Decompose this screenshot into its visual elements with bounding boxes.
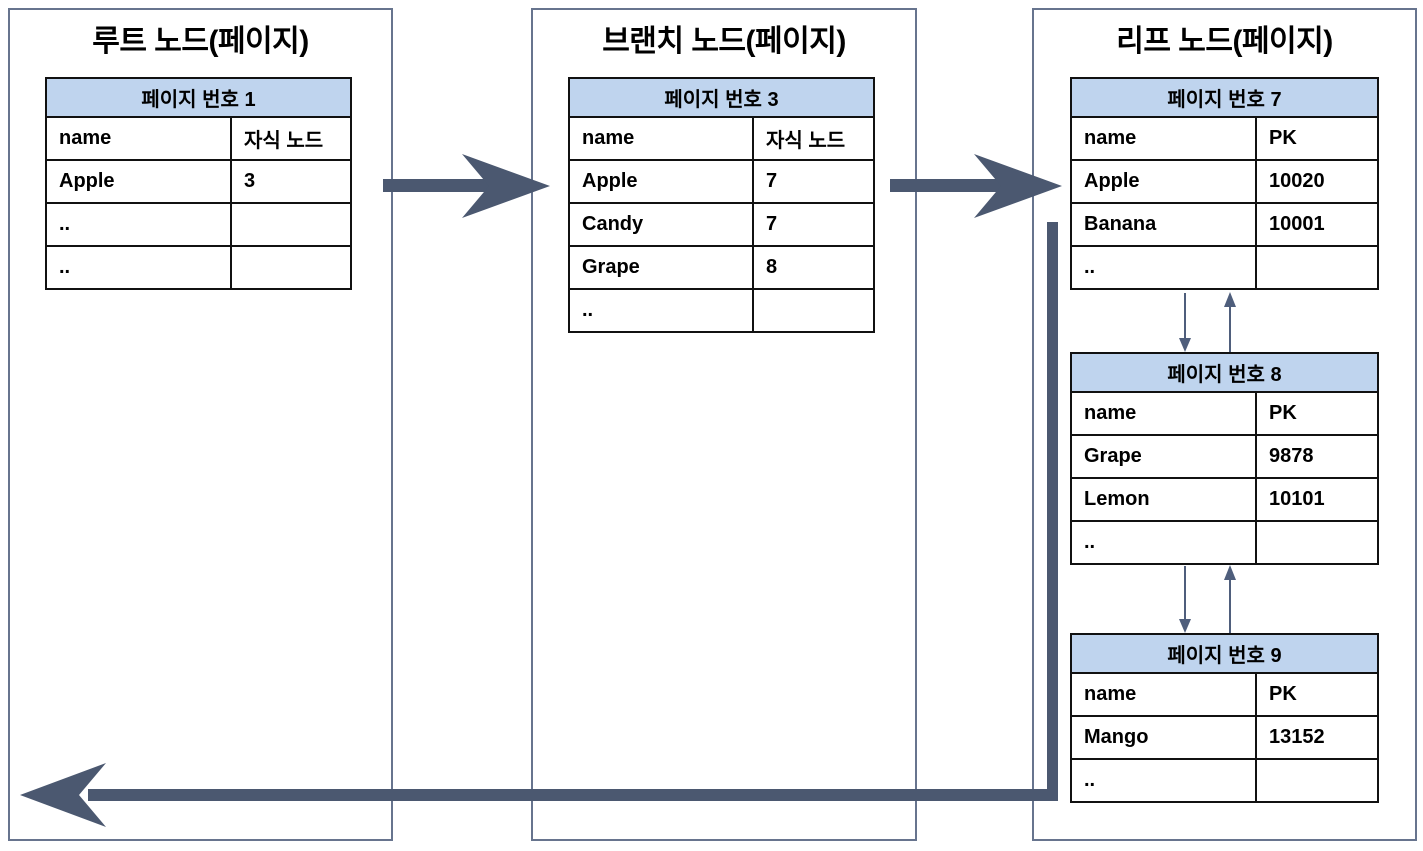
- cell-child-node: [752, 288, 875, 333]
- table-page-9: 페이지 번호 9 name PK Mango 13152 ..: [1070, 633, 1379, 803]
- cell-pk: [1255, 245, 1379, 290]
- column-header-name: name: [568, 116, 754, 161]
- cell-name: Grape: [568, 245, 754, 290]
- cell-pk: [1255, 758, 1379, 803]
- table-row: ..: [1070, 245, 1379, 290]
- table-row: Apple 10020: [1070, 159, 1379, 204]
- cell-name: ..: [45, 202, 232, 247]
- cell-name: Apple: [1070, 159, 1257, 204]
- cell-name: ..: [1070, 758, 1257, 803]
- table-page-7: 페이지 번호 7 name PK Apple 10020 Banana 1000…: [1070, 77, 1379, 290]
- cell-pk: 9878: [1255, 434, 1379, 479]
- table-row: Grape 9878: [1070, 434, 1379, 479]
- arrow-root-to-branch-icon: [383, 154, 550, 218]
- cell-pk: [1255, 520, 1379, 565]
- table-row: Grape 8: [568, 245, 875, 290]
- column-header-name: name: [45, 116, 232, 161]
- column-header-pk: PK: [1255, 391, 1379, 436]
- column-header-child-node: 자식 노드: [230, 116, 352, 161]
- cell-pk: 13152: [1255, 715, 1379, 760]
- cell-name: Candy: [568, 202, 754, 247]
- branch-node-title: 브랜치 노드(페이지): [602, 25, 846, 58]
- cell-name: Banana: [1070, 202, 1257, 247]
- table-row: Apple 7: [568, 159, 875, 204]
- cell-name: ..: [568, 288, 754, 333]
- table-page-1: 페이지 번호 1 name 자식 노드 Apple 3 .. ..: [45, 77, 352, 290]
- column-header-name: name: [1070, 116, 1257, 161]
- column-header-name: name: [1070, 672, 1257, 717]
- table-page-8-title: 페이지 번호 8: [1070, 352, 1379, 393]
- cell-name: Grape: [1070, 434, 1257, 479]
- table-row: Mango 13152: [1070, 715, 1379, 760]
- table-row: Candy 7: [568, 202, 875, 247]
- cell-name: Mango: [1070, 715, 1257, 760]
- cell-name: ..: [1070, 245, 1257, 290]
- table-page-3-title: 페이지 번호 3: [568, 77, 875, 118]
- table-row: ..: [1070, 520, 1379, 565]
- column-header-pk: PK: [1255, 116, 1379, 161]
- cell-name: Apple: [568, 159, 754, 204]
- cell-name: Apple: [45, 159, 232, 204]
- table-page-3: 페이지 번호 3 name 자식 노드 Apple 7 Candy 7 Grap…: [568, 77, 875, 333]
- column-header-name: name: [1070, 391, 1257, 436]
- column-header-child-node: 자식 노드: [752, 116, 875, 161]
- cell-pk: 10101: [1255, 477, 1379, 522]
- cell-name: Lemon: [1070, 477, 1257, 522]
- column-header-pk: PK: [1255, 672, 1379, 717]
- cell-name: ..: [45, 245, 232, 290]
- cell-child-node: 7: [752, 202, 875, 247]
- table-row: ..: [45, 245, 352, 290]
- table-row: Banana 10001: [1070, 202, 1379, 247]
- table-row: ..: [45, 202, 352, 247]
- cell-pk: 10001: [1255, 202, 1379, 247]
- table-row: Lemon 10101: [1070, 477, 1379, 522]
- table-row: Apple 3: [45, 159, 352, 204]
- cell-pk: 10020: [1255, 159, 1379, 204]
- table-page-1-title: 페이지 번호 1: [45, 77, 352, 118]
- leaf-node-title: 리프 노드(페이지): [1116, 25, 1333, 58]
- cell-child-node: [230, 245, 352, 290]
- cell-name: ..: [1070, 520, 1257, 565]
- table-row: ..: [568, 288, 875, 333]
- cell-child-node: 7: [752, 159, 875, 204]
- table-page-8: 페이지 번호 8 name PK Grape 9878 Lemon 10101 …: [1070, 352, 1379, 565]
- root-node-title: 루트 노드(페이지): [92, 25, 309, 58]
- table-page-9-title: 페이지 번호 9: [1070, 633, 1379, 674]
- table-row: ..: [1070, 758, 1379, 803]
- cell-child-node: 8: [752, 245, 875, 290]
- table-page-7-title: 페이지 번호 7: [1070, 77, 1379, 118]
- cell-child-node: [230, 202, 352, 247]
- cell-child-node: 3: [230, 159, 352, 204]
